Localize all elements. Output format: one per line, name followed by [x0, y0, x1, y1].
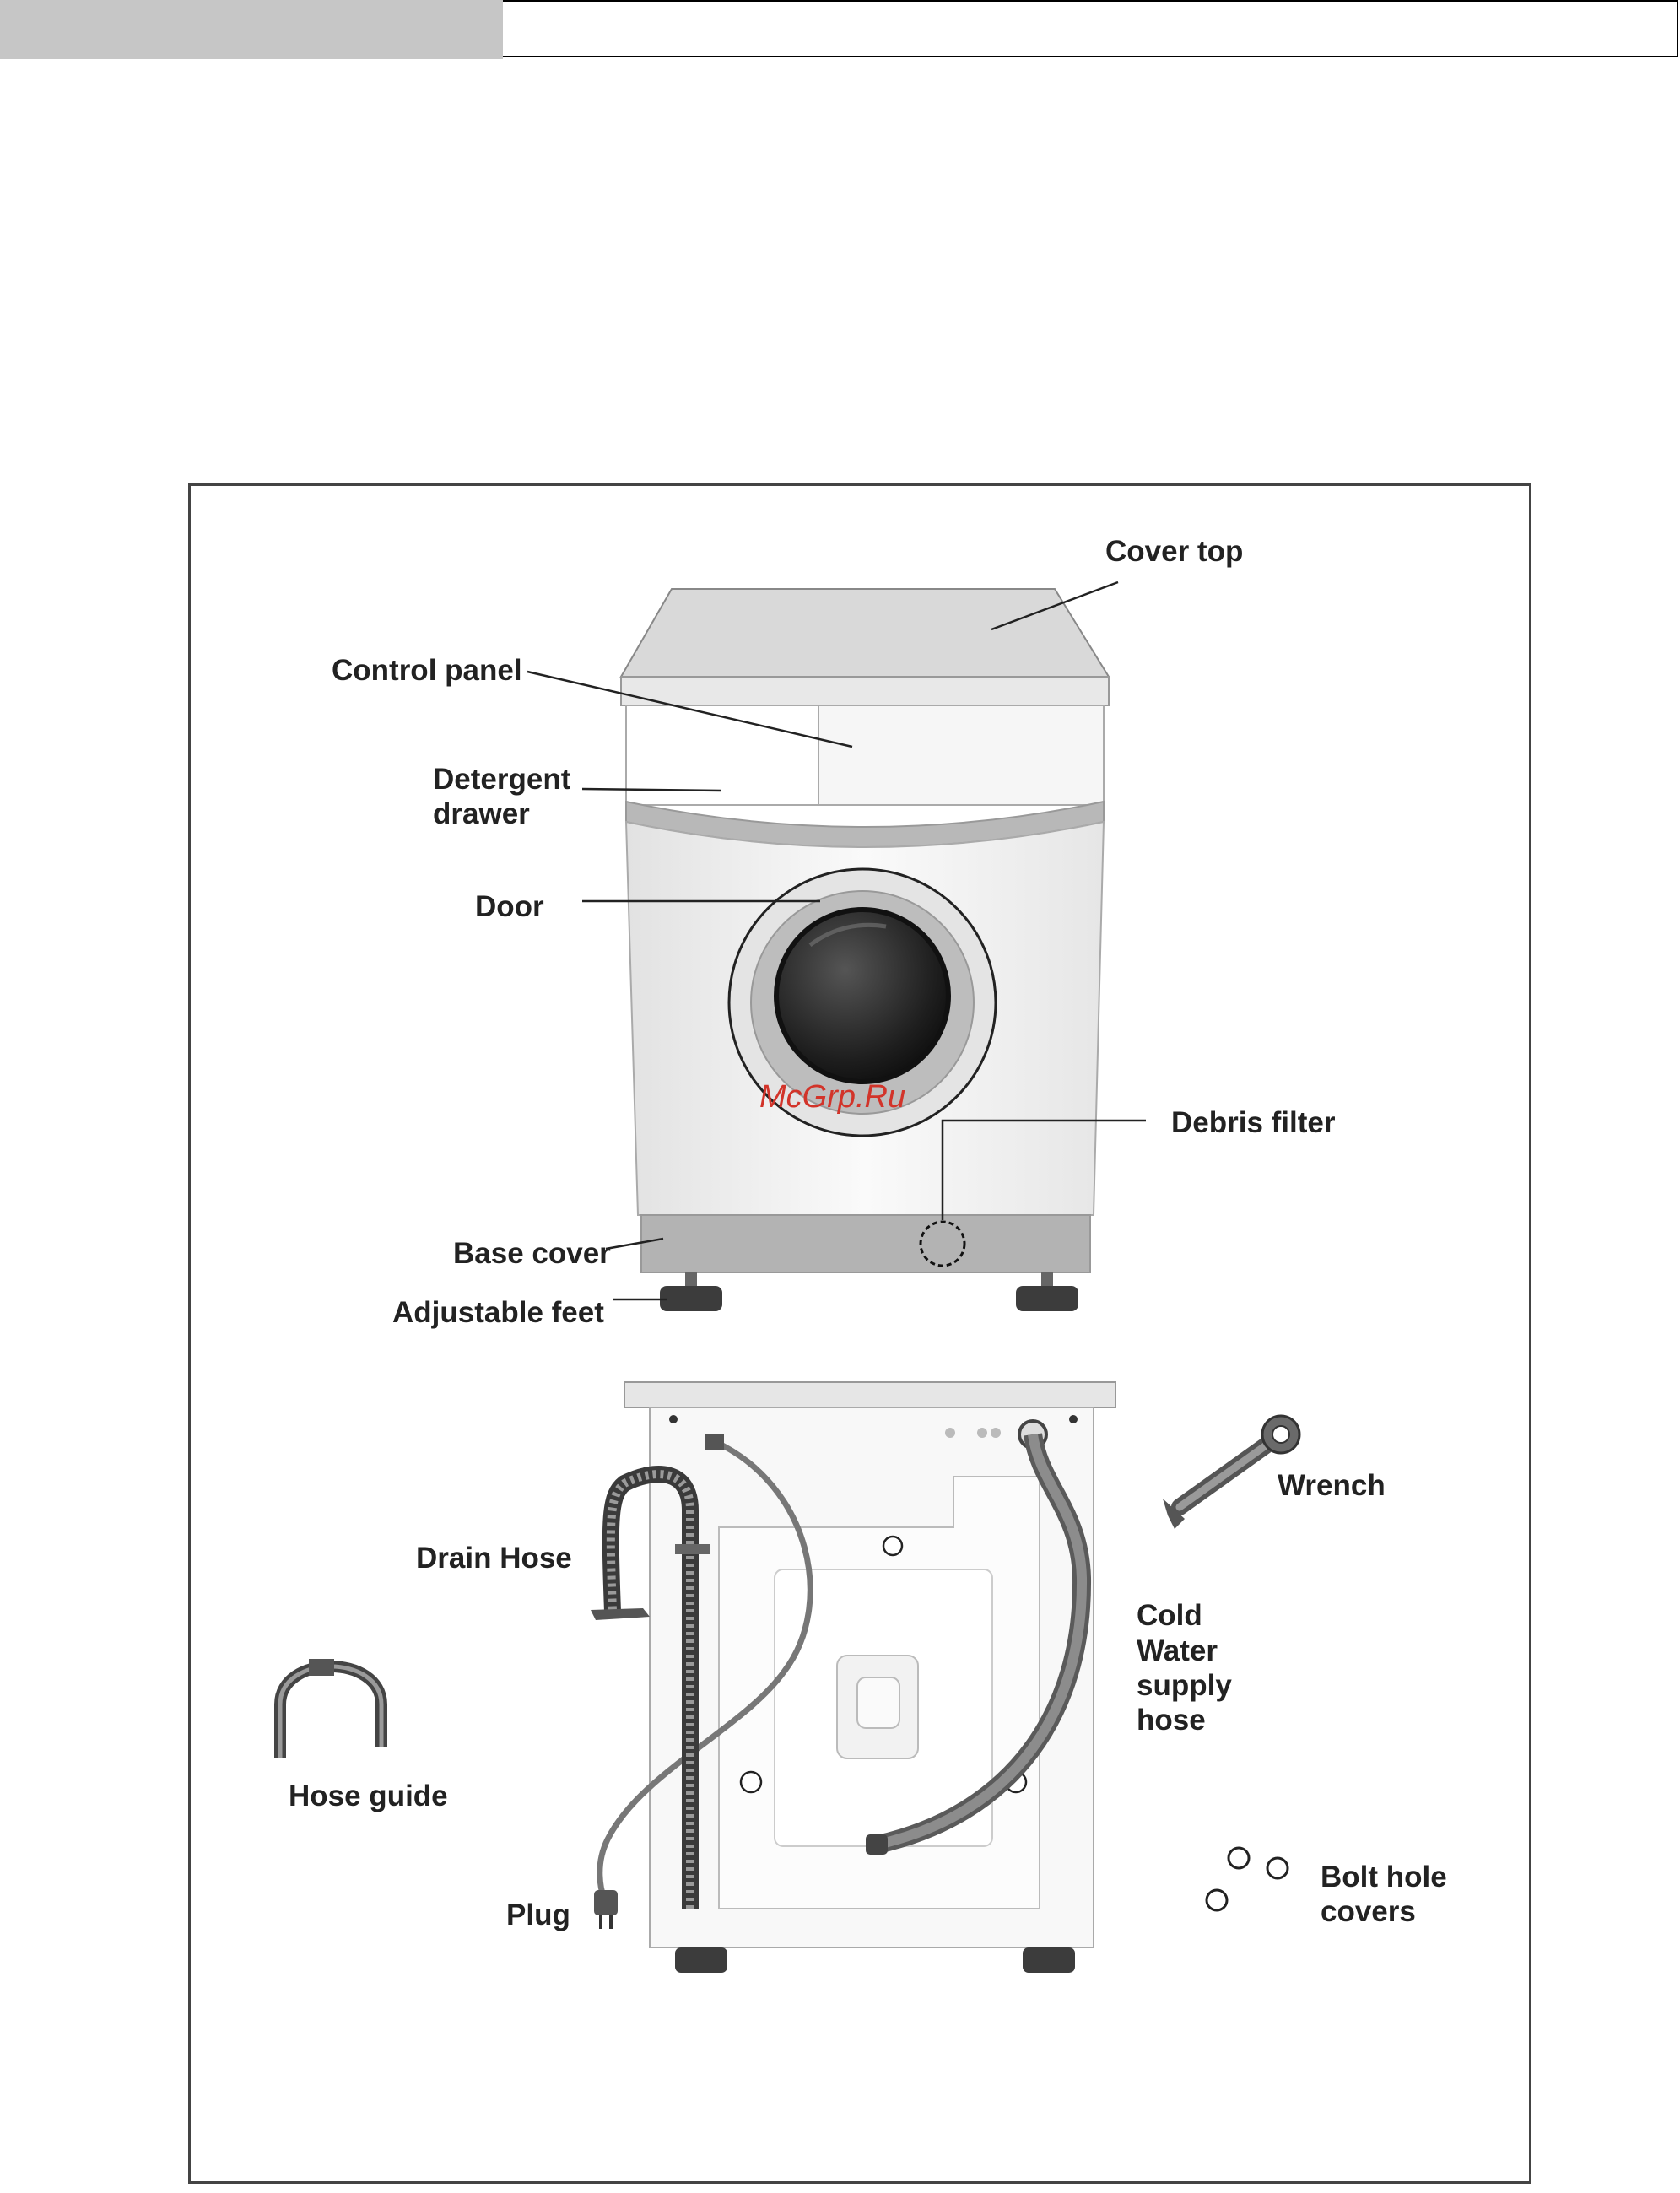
- plug-shape: [594, 1890, 618, 1929]
- label-detergent-drawer-2: drawer: [433, 797, 530, 830]
- label-plug: Plug: [506, 1899, 570, 1931]
- label-cold-water-3: supply: [1137, 1669, 1232, 1702]
- label-door: Door: [475, 890, 544, 923]
- label-cold-water-2: Water: [1137, 1634, 1218, 1667]
- label-base-cover: Base cover: [453, 1237, 611, 1270]
- label-hose-guide: Hose guide: [289, 1780, 448, 1812]
- label-detergent-drawer-1: Detergent: [433, 763, 571, 796]
- label-debris-filter: Debris filter: [1171, 1106, 1336, 1139]
- door-glass-shape: [776, 910, 948, 1082]
- label-adjustable-feet: Adjustable feet: [392, 1296, 604, 1329]
- label-drain-hose: Drain Hose: [416, 1542, 572, 1575]
- label-bolt-hole-covers-2: covers: [1321, 1895, 1416, 1928]
- label-control-panel: Control panel: [332, 654, 522, 687]
- label-cold-water-1: Cold: [1137, 1599, 1202, 1632]
- bolt-hole-covers-shape: [1207, 1848, 1288, 1910]
- base-cover-shape: [641, 1215, 1090, 1272]
- label-cover-top: Cover top: [1105, 535, 1243, 568]
- hose-guide-shape: [280, 1659, 381, 1758]
- label-cold-water-4: hose: [1137, 1704, 1206, 1737]
- label-bolt-hole-covers-1: Bolt hole: [1321, 1861, 1447, 1893]
- cover-top-shape: [621, 589, 1109, 677]
- watermark: McGrp.Ru: [759, 1079, 905, 1115]
- front-view: [621, 589, 1109, 1311]
- back-view: [591, 1382, 1115, 1973]
- label-wrench: Wrench: [1278, 1469, 1386, 1502]
- adjustable-feet-shape: [660, 1272, 1078, 1311]
